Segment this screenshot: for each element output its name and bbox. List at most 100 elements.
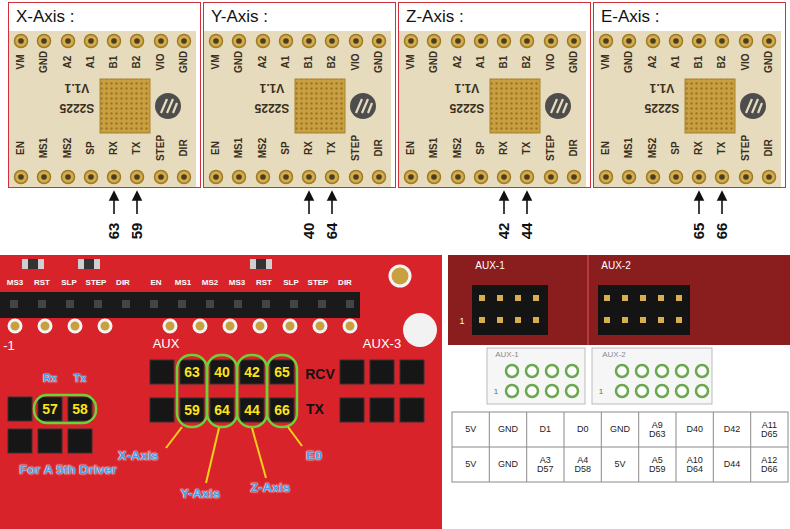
silkscreen-label: EN: [150, 279, 161, 287]
axis-callout: Y-Axis: [180, 487, 220, 501]
pin-label: A1: [86, 56, 97, 69]
pin-label: VM: [406, 55, 417, 70]
pin-label: SP: [476, 141, 487, 154]
pin-label: RX: [694, 141, 705, 155]
board-model: S2225: [450, 102, 485, 115]
pin-number: 63: [106, 223, 122, 240]
table-cell: A12 D66: [756, 455, 782, 474]
header-name: AUX-1: [495, 351, 519, 359]
driver-board: [399, 31, 586, 187]
through-holes: [9, 266, 410, 332]
pin-number: 63: [184, 365, 200, 380]
pin-label: RX: [304, 141, 315, 155]
panel-heading: Y-Axis :: [204, 3, 395, 31]
axis-panel: Z-Axis :: [398, 2, 591, 188]
pin-label: STEP: [156, 135, 167, 161]
pin-label: EN: [406, 141, 417, 155]
pin-label: MS1: [624, 138, 635, 159]
panel-heading: Z-Axis :: [399, 3, 590, 31]
table-cell: A9 D63: [644, 420, 670, 439]
table-cell: GND: [495, 425, 521, 434]
table-cell: 5V: [607, 460, 633, 469]
silkscreen-label: STEP: [308, 279, 329, 287]
pin-label: A1: [476, 56, 487, 69]
pin-label: TX: [522, 142, 533, 155]
pin-label: A2: [453, 56, 464, 69]
silkscreen-label: MS3: [7, 279, 23, 287]
board-model: S2225: [60, 102, 95, 115]
axis-callout: Z-Axis: [250, 481, 290, 495]
pin-label: VM: [211, 55, 222, 70]
pin-label: GND: [374, 51, 385, 73]
pin-number: 65: [691, 223, 707, 240]
pin-label: SP: [281, 141, 292, 154]
leader-line: [166, 427, 302, 483]
table-cell: A4 D58: [570, 455, 596, 474]
table-cell: 5V: [458, 425, 484, 434]
pin-label: STEP: [741, 135, 752, 161]
pin-label: MS2: [258, 138, 269, 159]
pin-label: B1: [694, 56, 705, 69]
aux1-header: [472, 285, 548, 335]
table-cell: D40: [682, 425, 708, 434]
female-header: [0, 292, 360, 318]
pin-label: GND: [764, 51, 775, 73]
aux1-inset: [487, 348, 585, 404]
pin-label: VM: [16, 55, 27, 70]
pin-label: B1: [304, 56, 315, 69]
pin-number: 66: [274, 403, 290, 418]
pin-number: 64: [214, 403, 230, 418]
pin-number: 42: [244, 365, 260, 380]
pin-label: MS2: [648, 138, 659, 159]
pin-label: MS1: [429, 138, 440, 159]
pin-label: DIR: [374, 139, 385, 156]
header-pins: [479, 295, 682, 323]
pin-label: GND: [624, 51, 635, 73]
axis-callout: E0: [306, 449, 322, 463]
pin-label: MS2: [453, 138, 464, 159]
pin-number: 59: [184, 403, 200, 418]
driver-board: [9, 31, 196, 187]
table-cell: D1: [532, 425, 558, 434]
pin-label: B2: [132, 56, 143, 69]
pin-label: RX: [499, 141, 510, 155]
axis-panel: E-Axis :: [593, 2, 786, 188]
pin-number: 64: [324, 223, 340, 240]
table-cell: D42: [719, 425, 745, 434]
pin-label: A2: [648, 56, 659, 69]
pin-label: STEP: [546, 135, 557, 161]
silkscreen-label: STEP: [86, 279, 107, 287]
pin-label: RX: [109, 141, 120, 155]
pin-number: 65: [274, 365, 290, 380]
panel-heading: E-Axis :: [594, 3, 785, 31]
pin-label: EN: [16, 141, 27, 155]
pin-one-mark: 1: [459, 317, 464, 326]
pin-label: GND: [429, 51, 440, 73]
board-version: V1.1: [260, 82, 285, 95]
pin-arrows: [110, 192, 726, 214]
pin-label: STEP: [351, 135, 362, 161]
pin-label: GND: [234, 51, 245, 73]
pin-label: MS1: [234, 138, 245, 159]
table-cell: GND: [607, 425, 633, 434]
smd-parts: [22, 259, 272, 269]
pin-label: SP: [671, 141, 682, 154]
board-version: V1.1: [65, 82, 90, 95]
axis-panel: X-Axis :: [8, 2, 201, 188]
mounting-hole: [403, 313, 437, 347]
note: For A 5th Driver: [19, 463, 116, 477]
board-model: S2225: [645, 102, 680, 115]
pin-label: EN: [211, 141, 222, 155]
aux2-inset: [592, 348, 712, 404]
pin-number: 57: [42, 402, 58, 417]
pin-label: MS2: [63, 138, 74, 159]
board-photo: [448, 255, 790, 345]
silkscreen-label: DIR: [338, 279, 352, 287]
pin-number: 58: [72, 402, 88, 417]
pin-label: VIO: [351, 53, 362, 70]
board-version: V1.1: [650, 82, 675, 95]
silkscreen-label: RST: [34, 279, 50, 287]
divider: [587, 255, 589, 345]
pin-label: B2: [327, 56, 338, 69]
pin-label: DIR: [179, 139, 190, 156]
